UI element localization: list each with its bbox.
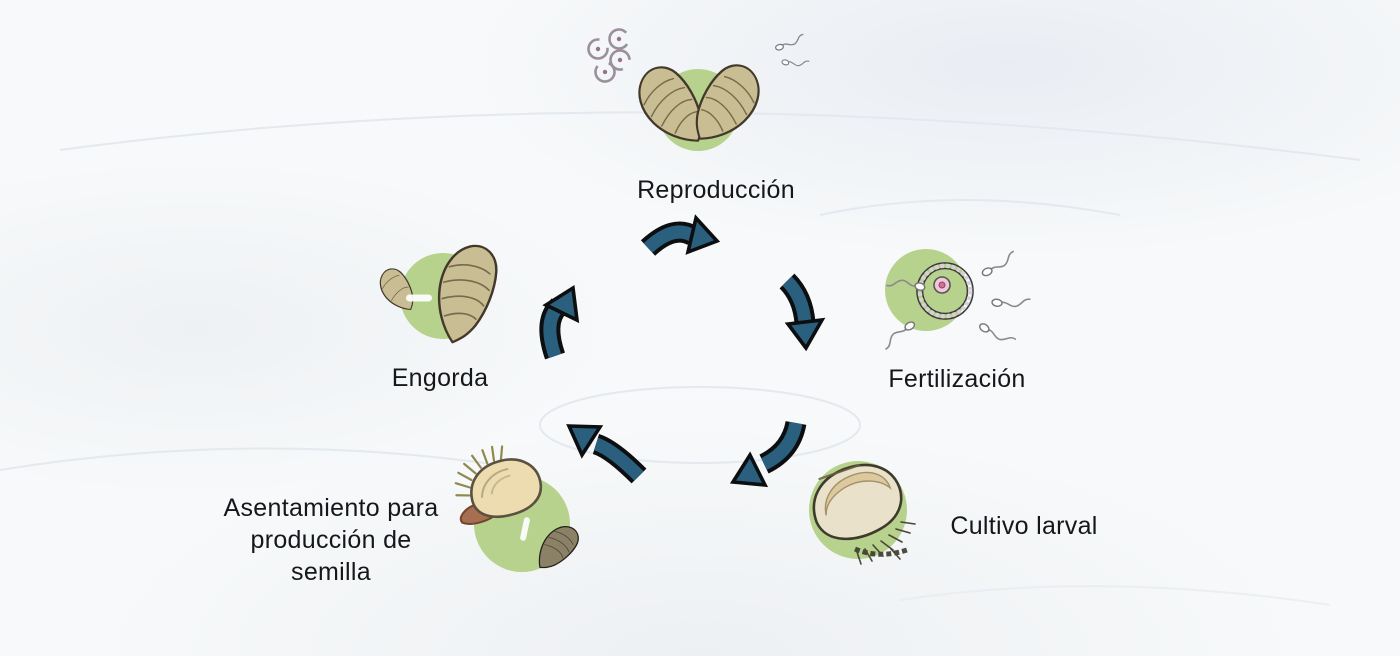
spat-illustration bbox=[454, 445, 579, 572]
oyster-pair-illustration bbox=[587, 28, 810, 151]
fertilization-illustration bbox=[885, 249, 1031, 350]
stage-reproduccion bbox=[575, 18, 825, 168]
sperm-icon bbox=[885, 250, 1031, 350]
large-oyster-icon bbox=[437, 244, 498, 344]
stage-cultivo-larval bbox=[793, 443, 948, 583]
egg-cell-icon bbox=[916, 262, 974, 320]
stage-circle bbox=[885, 249, 967, 331]
arrow-engorda-to-reproduccion-icon bbox=[539, 284, 580, 360]
egg-cluster-icon bbox=[587, 28, 631, 83]
sperm-icon bbox=[775, 33, 810, 67]
arrow-fertilizacion-to-cultivo-larval-icon bbox=[779, 273, 826, 352]
dash-mark bbox=[406, 294, 432, 302]
stage-label-cultivo-larval: Cultivo larval bbox=[950, 512, 1098, 540]
stage-label-asentamiento: Asentamiento para producción de semilla bbox=[223, 494, 439, 586]
stage-label-reproduccion: Reproducción bbox=[637, 176, 795, 204]
stage-label-engorda: Engorda bbox=[391, 364, 489, 392]
arrow-cultivo-larval-to-asentamiento-icon bbox=[729, 420, 807, 488]
larva-icon bbox=[812, 463, 903, 541]
stage-fertilizacion bbox=[868, 233, 1043, 353]
small-oyster-icon bbox=[538, 525, 579, 569]
stage-asentamiento bbox=[443, 433, 603, 583]
spat-icon bbox=[454, 445, 543, 525]
spat-frill bbox=[454, 445, 504, 497]
oyster-shell-left-icon bbox=[638, 66, 703, 142]
larva-cilia-icon bbox=[854, 521, 916, 565]
stage-label-fertilizacion: Fertilización bbox=[888, 365, 1026, 393]
arrow-asentamiento-to-engorda-icon bbox=[566, 424, 647, 484]
small-oyster-icon bbox=[379, 268, 414, 311]
dash-mark bbox=[520, 517, 530, 541]
stage-engorda bbox=[365, 228, 535, 368]
larva-illustration bbox=[809, 461, 916, 565]
arrow-reproduccion-to-fertilizacion-icon bbox=[640, 214, 721, 256]
oyster-shell-right-icon bbox=[695, 64, 760, 140]
grown-oyster-illustration bbox=[379, 244, 498, 344]
